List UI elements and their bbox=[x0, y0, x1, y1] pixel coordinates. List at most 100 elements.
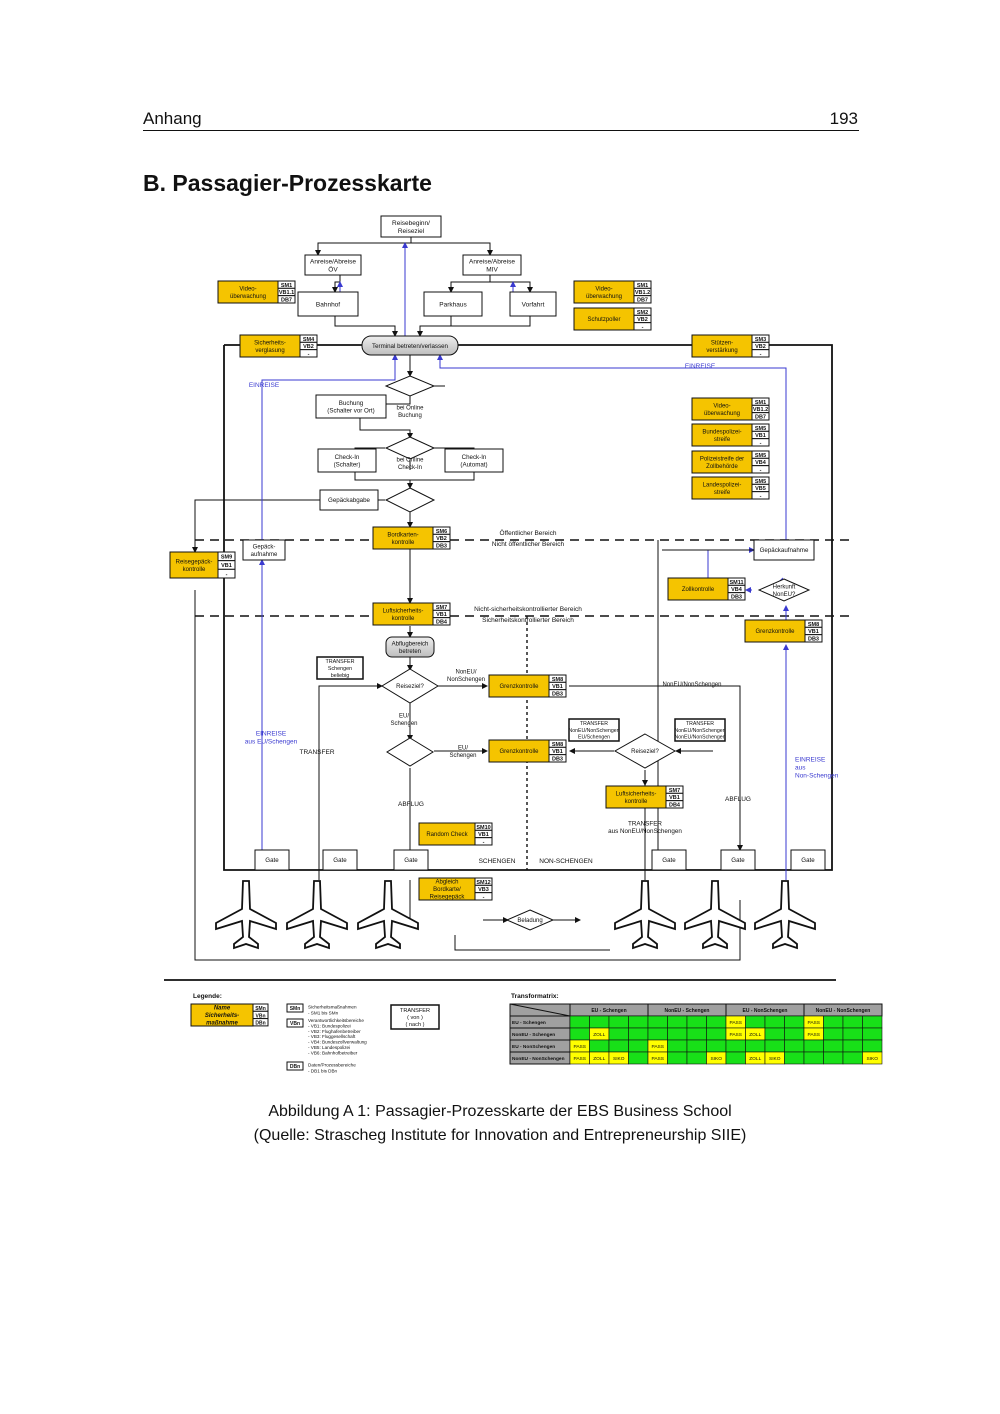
measure-code-cell bbox=[277, 295, 296, 304]
box-anreise-oev-label: Anreise/Abreise bbox=[310, 258, 356, 265]
measure-code: - bbox=[308, 352, 310, 358]
connector-line bbox=[437, 354, 787, 540]
box-gepaeckaufnahme-left bbox=[242, 539, 286, 561]
security-measure-name: kontrolle bbox=[183, 567, 206, 573]
connector-line bbox=[707, 547, 755, 578]
matrix-cell-text: SIKO bbox=[613, 1056, 625, 1062]
gate-box-label: Gate bbox=[265, 857, 279, 864]
box-vorfahrt-label: Vorfahrt bbox=[522, 301, 545, 308]
airplane-icon bbox=[614, 880, 676, 950]
airplane-icon bbox=[215, 880, 277, 950]
measure-code: DB4 bbox=[436, 620, 448, 626]
label-transfer-aus: TRANSFER bbox=[628, 820, 662, 827]
label-eu-schengen-1: EU/ bbox=[399, 713, 409, 719]
legend-code: VBn bbox=[256, 1013, 266, 1019]
matrix-cell-text: PASS bbox=[574, 1044, 586, 1050]
measure-code: - bbox=[226, 572, 228, 578]
legend-db-badge bbox=[286, 1061, 304, 1071]
security-measure-name: Schutzpoller bbox=[587, 317, 620, 323]
connector-line bbox=[454, 935, 610, 951]
legend-sample-name: Sicherheits- bbox=[205, 1013, 239, 1019]
legend-sm-badge-text: SMn bbox=[290, 1006, 301, 1012]
measure-code: SM10 bbox=[476, 825, 490, 831]
security-measure-name: verglasung bbox=[255, 348, 284, 354]
matrix-cell bbox=[823, 1027, 844, 1041]
matrix-cell bbox=[842, 1015, 863, 1029]
security-measure-name: streife bbox=[714, 437, 731, 443]
box-checkin-automat-label: (Automat) bbox=[460, 462, 487, 469]
measure-code-cell bbox=[751, 491, 770, 500]
figure-caption-line-1: Abbildung A 1: Passagier-Prozesskarte de… bbox=[268, 1103, 732, 1120]
matrix-cell bbox=[686, 1051, 707, 1065]
matrix-cell bbox=[725, 1039, 746, 1053]
box-vorfahrt bbox=[509, 291, 557, 317]
airplane-shape bbox=[754, 880, 816, 950]
label-einreise-non: aus bbox=[795, 764, 806, 771]
matrix-cell bbox=[823, 1051, 844, 1065]
measure-code: SM8 bbox=[552, 677, 563, 683]
gate-box-label: Gate bbox=[404, 857, 418, 864]
measure-code-cell bbox=[633, 322, 652, 331]
box-transfer-1 bbox=[316, 656, 364, 680]
measure-code: SM11 bbox=[729, 580, 743, 586]
matrix-cell bbox=[628, 1039, 649, 1053]
measure-code-cell bbox=[548, 689, 567, 698]
legend-code-cell bbox=[252, 1018, 269, 1027]
airplane-shape bbox=[357, 880, 419, 950]
measure-code: VB1 bbox=[669, 795, 680, 801]
label-noneu-nonschengen-1: NonEU/ bbox=[455, 669, 476, 675]
measure-code: VB2 bbox=[755, 344, 766, 350]
label-schengen: SCHENGEN bbox=[479, 858, 516, 865]
box-anreise-oev-label: ÖV bbox=[328, 265, 338, 273]
matrix-cell bbox=[803, 1051, 824, 1065]
measure-code: - bbox=[642, 325, 644, 331]
box-transfer-2-label: NonEU/NonSchengen bbox=[568, 728, 619, 734]
security-measure-name: Bordkarten- bbox=[387, 532, 418, 538]
box-buchung bbox=[315, 394, 387, 419]
matrix-cell bbox=[608, 1027, 629, 1041]
matrix-title: Transformatrix: bbox=[511, 993, 559, 1000]
measure-code: DB3 bbox=[808, 637, 819, 643]
measure-code-cell bbox=[804, 634, 823, 643]
gate-box bbox=[720, 849, 756, 871]
box-transfer-2-label: TRANSFER bbox=[580, 721, 608, 727]
matrix-col-label: NonEU - Schengen bbox=[664, 1008, 709, 1014]
measure-code: VB2 bbox=[637, 317, 648, 323]
label-sicherheit: Sicherheitskontrollierter Bereich bbox=[482, 617, 574, 624]
security-measure-name: Grenzkontrolle bbox=[499, 684, 539, 690]
measure-code: VB1 bbox=[552, 749, 563, 755]
box-anreise-miv-label: MIV bbox=[486, 266, 498, 273]
gate-box-label: Gate bbox=[662, 857, 676, 864]
connector-line bbox=[334, 316, 398, 337]
connector-line bbox=[192, 499, 320, 553]
matrix-cell bbox=[608, 1015, 629, 1029]
matrix-cell bbox=[686, 1015, 707, 1029]
measure-code: SM2 bbox=[637, 310, 648, 316]
terminal-label: Terminal betreten/verlassen bbox=[372, 343, 449, 350]
label-online-buchung: Buchung bbox=[398, 413, 422, 419]
security-measure-name: überwachung bbox=[586, 294, 622, 300]
box-abflugbereich-label: Abflugbereich bbox=[392, 641, 429, 647]
security-measure-name: Video- bbox=[239, 286, 256, 292]
measure-code: SM5 bbox=[755, 453, 766, 459]
measure-code: DB4 bbox=[669, 803, 681, 809]
box-buchung-label: (Schalter vor Ort) bbox=[327, 408, 374, 415]
measure-code-cell bbox=[751, 349, 770, 358]
security-measure-name: Video- bbox=[595, 286, 612, 292]
security-measure-name: Video- bbox=[713, 403, 730, 409]
security-measure-name: Luftsicherheits- bbox=[616, 791, 657, 797]
measure-code-cell bbox=[751, 465, 770, 474]
security-measure-name: Grenzkontrolle bbox=[755, 629, 795, 635]
legend-sm-badge bbox=[286, 1003, 304, 1013]
measure-code: SM1 bbox=[637, 283, 648, 289]
measure-code: - bbox=[760, 468, 762, 474]
measure-code: VB4 bbox=[731, 587, 743, 593]
measure-code: - bbox=[483, 840, 485, 846]
decision-checkin bbox=[384, 436, 436, 460]
measure-code-cell bbox=[432, 541, 451, 550]
measure-code: SM5 bbox=[755, 479, 766, 485]
matrix-cell-text: ZOLL bbox=[593, 1056, 605, 1062]
start-box-reisebeginn-label: Reisebeginn/ bbox=[392, 220, 430, 227]
matrix-cell bbox=[667, 1027, 688, 1041]
label-eu-schengen-2: EU/ bbox=[458, 745, 468, 751]
